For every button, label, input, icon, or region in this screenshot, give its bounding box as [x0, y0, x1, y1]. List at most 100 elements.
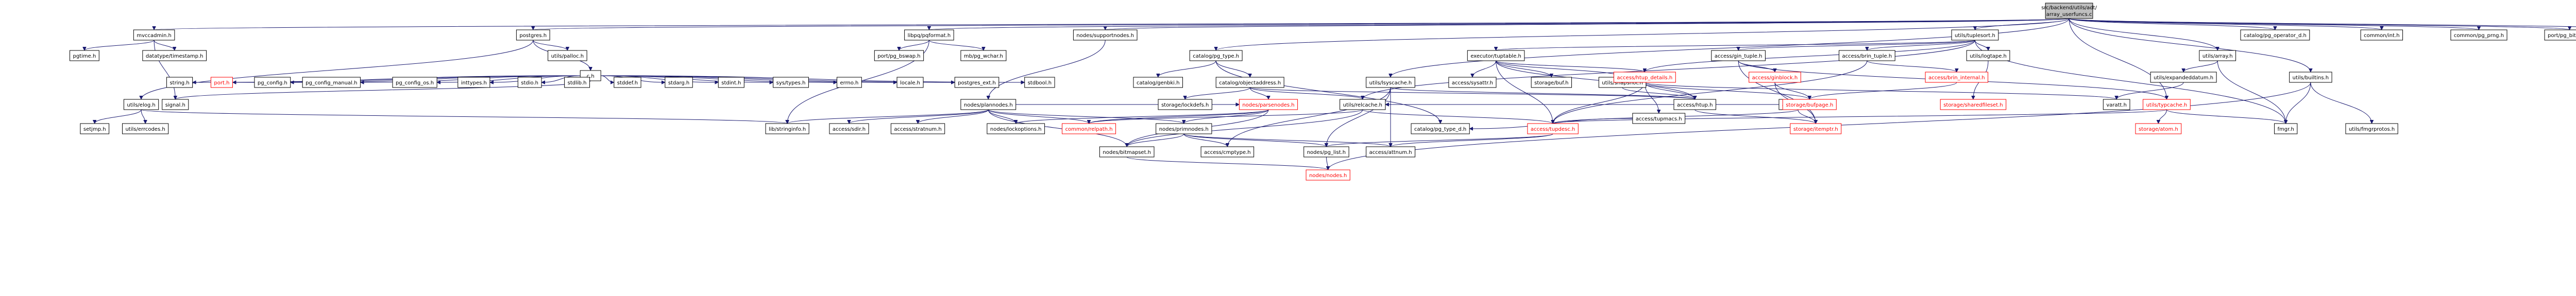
- node-access-gin-tuple-h[interactable]: access/gin_tuple.h: [1711, 50, 1766, 61]
- node-access-attnum-h[interactable]: access/attnum.h: [1366, 146, 1416, 158]
- node-signal-h[interactable]: signal.h: [162, 99, 189, 110]
- node-box: [773, 77, 809, 88]
- node-nodes-bitmapset-h[interactable]: nodes/bitmapset.h: [1099, 146, 1155, 158]
- node-root[interactable]: src/backend/utils/adt/array_userfuncs.c: [2041, 3, 2097, 19]
- node-access-brin-tuple-h[interactable]: access/brin_tuple.h: [1839, 50, 1895, 61]
- node-common-int-h[interactable]: common/int.h: [2360, 29, 2403, 41]
- node-postgres-h[interactable]: postgres.h: [516, 29, 550, 41]
- node-box: [80, 123, 110, 134]
- node-label: common/int.h: [2364, 33, 2399, 39]
- node-stdint-h[interactable]: stdint.h: [718, 77, 744, 88]
- edge-nodes-plannodes-h-to-nodes-primnodes-h: [988, 109, 1184, 124]
- node-label: utils/tuplesort.h: [1955, 33, 1995, 39]
- node-pg-operator-d-h[interactable]: catalog/pg_operator_d.h: [2240, 29, 2310, 41]
- node-utils-typcache-h[interactable]: utils/typcache.h: [2143, 99, 2191, 110]
- node-box: [1133, 77, 1183, 88]
- node-utils-builtins-h[interactable]: utils/builtins.h: [2289, 72, 2332, 83]
- edge-c-h-to-stdbool-h: [601, 75, 1025, 82]
- node-pg-config-manual-h[interactable]: pg_config_manual.h: [302, 77, 361, 88]
- node-stdlib-h[interactable]: stdlib.h: [564, 77, 590, 88]
- node-libpq-pqformat-h[interactable]: libpq/pqformat.h: [904, 29, 954, 41]
- node-nodes-pg-list-h[interactable]: nodes/pg_list.h: [1303, 146, 1349, 158]
- node-utils-expandeddatum-h[interactable]: utils/expandeddatum.h: [2150, 72, 2217, 83]
- node-utils-array-h[interactable]: utils/array.h: [2199, 50, 2236, 61]
- node-utils-lsyscache-h[interactable]: utils/lsyscache.h: [1366, 77, 1415, 88]
- node-access-ginblock-h[interactable]: access/ginblock.h: [1749, 72, 1801, 83]
- node-executor-tuptable-h[interactable]: executor/tuptable.h: [1467, 50, 1525, 61]
- node-mvcadmin-h[interactable]: mvccadmin.h: [133, 29, 175, 41]
- node-nodes-lockoptions-h[interactable]: nodes/lockoptions.h: [987, 123, 1045, 134]
- node-access-htup-h[interactable]: access/htup.h: [1673, 99, 1717, 110]
- node-nodes-primnodes-h[interactable]: nodes/primnodes.h: [1156, 123, 1212, 134]
- node-common-relpath-h[interactable]: common/relpath.h: [1062, 123, 1116, 134]
- node-inttypes-h[interactable]: inttypes.h: [457, 77, 490, 88]
- node-utils-tuplesort-h[interactable]: utils/tuplesort.h: [1951, 29, 1999, 41]
- node-stddef-h[interactable]: stddef.h: [614, 77, 641, 88]
- edge-executor-tuptable-h-to-access-sysattr-h: [1472, 60, 1497, 78]
- node-label: executor/tuptable.h: [1470, 54, 1521, 59]
- node-access-sysattr-h[interactable]: access/sysattr.h: [1448, 77, 1497, 88]
- node-storage-itemptr-h[interactable]: storage/itemptr.h: [1790, 123, 1842, 134]
- edge-pg-type-h-to-catalog-objectaddress-h: [1215, 60, 1250, 78]
- node-nodes-parsenodes-h[interactable]: nodes/parsenodes.h: [1239, 99, 1298, 110]
- node-nodes-supportnodes-h[interactable]: nodes/supportnodes.h: [1073, 29, 1138, 41]
- edge-root-to-utils-tuplesort-h: [1975, 18, 2070, 30]
- node-access-sdir-h[interactable]: access/sdir.h: [829, 123, 869, 134]
- node-access-brin-internal-h[interactable]: access/brin_internal.h: [1925, 72, 1989, 83]
- node-stdio-h[interactable]: stdio.h: [517, 77, 542, 88]
- node-nodes-nodes-h[interactable]: nodes/nodes.h: [1306, 169, 1350, 181]
- node-utils-palloc-h[interactable]: utils/palloc.h: [548, 50, 587, 61]
- node-utils-elog-h[interactable]: utils/elog.h: [123, 99, 159, 110]
- node-mb-pg-wchar-h[interactable]: mb/pg_wchar.h: [960, 50, 1007, 61]
- node-access-tupmacs-h[interactable]: access/tupmacs.h: [1632, 113, 1686, 124]
- node-box: [1782, 99, 1837, 110]
- node-label: access/tupmacs.h: [1636, 116, 1682, 122]
- node-nodes-plannodes-h[interactable]: nodes/plannodes.h: [960, 99, 1016, 110]
- node-access-tupdesc-h[interactable]: access/tupdesc.h: [1527, 123, 1579, 134]
- node-storage-atom-h[interactable]: storage/atom.h: [2135, 123, 2182, 134]
- node-varatt-h[interactable]: varatt.h: [2103, 99, 2130, 110]
- node-pg-config-os-h[interactable]: pg_config_os.h: [392, 77, 437, 88]
- node-lib-stringinfo-h[interactable]: lib/stringinfo.h: [765, 123, 809, 134]
- node-common-pg-prng-h[interactable]: common/pg_prng.h: [2450, 29, 2507, 41]
- node-utils-relcache-h[interactable]: utils/relcache.h: [1340, 99, 1386, 110]
- node-utils-logtape-h[interactable]: utils/logtape.h: [1966, 50, 2010, 61]
- node-utils-errcodes-h[interactable]: utils/errcodes.h: [122, 123, 169, 134]
- node-box: [1099, 146, 1155, 158]
- node-box: [1673, 99, 1717, 110]
- node-pg-config-h[interactable]: pg_config.h: [254, 77, 291, 88]
- node-setjmp-h[interactable]: setjmp.h: [80, 123, 110, 134]
- node-fmgr-h[interactable]: fmgr.h: [2274, 123, 2298, 134]
- node-storage-buf-h[interactable]: storage/buf.h: [1531, 77, 1572, 88]
- node-storage-sharedfileset-h[interactable]: storage/sharedfileset.h: [1940, 99, 2007, 110]
- node-box: [166, 77, 193, 88]
- node-label: storage/bufpage.h: [1786, 102, 1833, 108]
- node-locale-h[interactable]: locale.h: [896, 77, 924, 88]
- node-postgres-ext-h[interactable]: postgres_ext.h: [954, 77, 999, 88]
- node-port-pg-bswap-h[interactable]: port/pg_bswap.h: [874, 50, 924, 61]
- node-label: datatype/timestamp.h: [146, 54, 204, 59]
- edge-access-htup-h-to-storage-itemptr-h: [1694, 109, 1816, 124]
- node-storage-bufpage-h[interactable]: storage/bufpage.h: [1782, 99, 1837, 110]
- node-catalog-genbki-h[interactable]: catalog/genbki.h: [1133, 77, 1183, 88]
- node-utils-fmgrprotos-h[interactable]: utils/fmgrprotos.h: [2345, 123, 2398, 134]
- node-access-htup-details-h[interactable]: access/htup_details.h: [1613, 72, 1676, 83]
- node-stdarg-h[interactable]: stdarg.h: [665, 77, 693, 88]
- node-catalog-pg-type-d-h[interactable]: catalog/pg_type_d.h: [1411, 123, 1470, 134]
- node-datatype-timestamp-h[interactable]: datatype/timestamp.h: [142, 50, 207, 61]
- node-port-h[interactable]: port.h: [210, 77, 233, 88]
- node-access-cmptype-h[interactable]: access/cmptype.h: [1200, 146, 1255, 158]
- node-storage-lockdefs-h[interactable]: storage/lockdefs.h: [1158, 99, 1212, 110]
- node-string-h[interactable]: string.h: [166, 77, 193, 88]
- node-access-stratnum-h[interactable]: access/stratnum.h: [890, 123, 945, 134]
- node-pg-type-h[interactable]: catalog/pg_type.h: [1189, 50, 1243, 61]
- node-errno-h[interactable]: errno.h: [836, 77, 862, 88]
- node-sys-types-h[interactable]: sys/types.h: [773, 77, 809, 88]
- node-label: utils/relcache.h: [1343, 102, 1382, 108]
- node-box: [874, 50, 924, 61]
- node-catalog-objectaddress-h[interactable]: catalog/objectaddress.h: [1215, 77, 1284, 88]
- edge-postgres-h-to-utils-palloc-h: [533, 40, 568, 51]
- node-pgtime-h[interactable]: pgtime.h: [69, 50, 99, 61]
- node-stdbool-h[interactable]: stdbool.h: [1024, 77, 1055, 88]
